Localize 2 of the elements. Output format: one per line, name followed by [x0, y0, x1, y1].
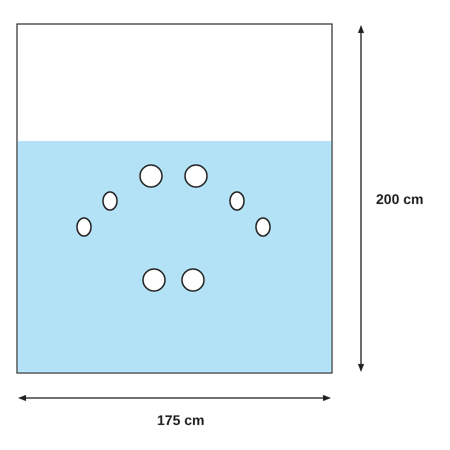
dimension-label: 175 cm: [157, 412, 204, 428]
dimension-label: 200 cm: [376, 191, 424, 207]
